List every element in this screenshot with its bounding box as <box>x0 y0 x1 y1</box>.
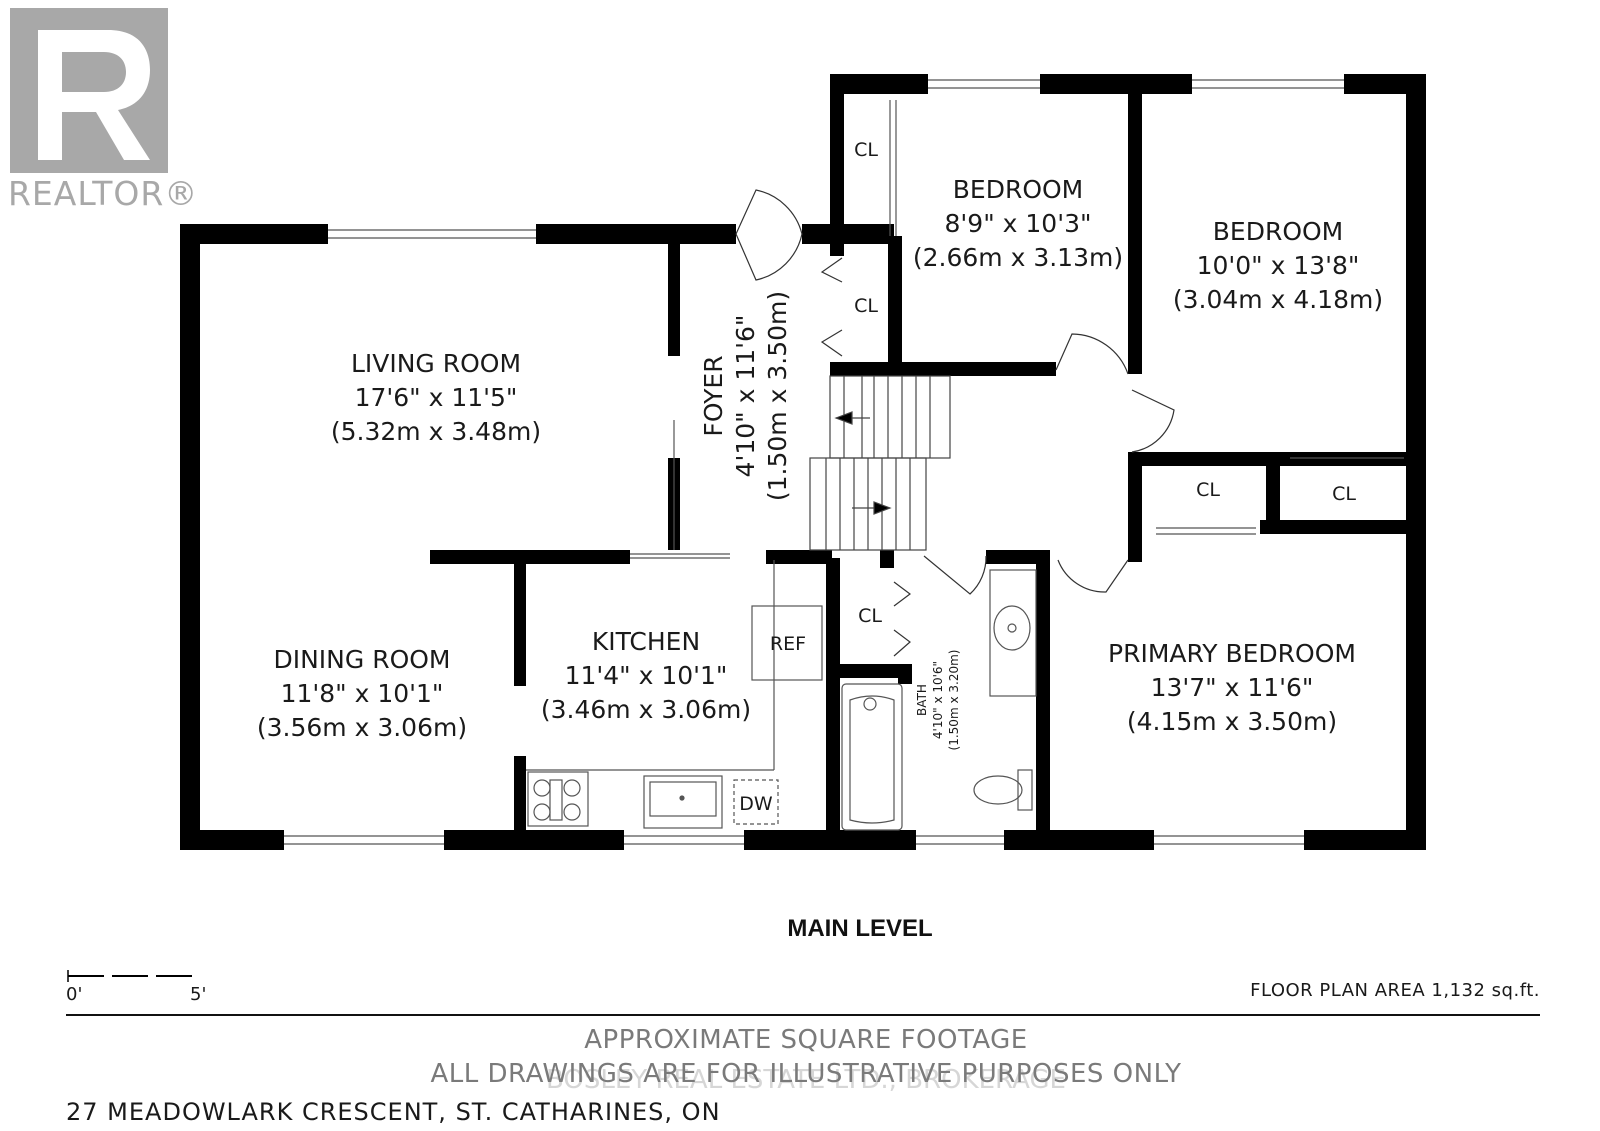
foyer-label: FOYER 4'10" x 11'6" (1.50m x 3.50m) <box>699 291 792 501</box>
property-address: 27 MEADOWLARK CRESCENT, ST. CATHARINES, … <box>66 1098 721 1126</box>
bedroom-small-name: BEDROOM <box>953 175 1084 204</box>
bedroom-small-label: BEDROOM 8'9" x 10'3" (2.66m x 3.13m) <box>913 175 1123 272</box>
foyer-metric: (1.50m x 3.50m) <box>763 291 792 501</box>
closet-label-primary-2: CL <box>1332 483 1356 505</box>
realtor-logo-text: REALTOR® <box>8 174 198 213</box>
bedroom-large-label: BEDROOM 10'0" x 13'8" (3.04m x 4.18m) <box>1173 217 1383 314</box>
brokerage-watermark: BOSLEY REAL ESTATE LTD., BROKERAGE <box>546 1065 1066 1095</box>
floor-plan-area: FLOOR PLAN AREA 1,132 sq.ft. <box>1250 980 1540 1001</box>
disclaimer-line-1: APPROXIMATE SQUARE FOOTAGE <box>584 1025 1027 1055</box>
living-room-metric: (5.32m x 3.48m) <box>331 417 541 446</box>
dishwasher-label: DW <box>739 793 773 815</box>
doors <box>630 100 1404 657</box>
foyer-imperial: 4'10" x 11'6" <box>731 315 760 478</box>
bath-label: BATH 4'10" x 10'6" (1.50m x 3.20m) <box>915 650 961 751</box>
closet-label-foyer: CL <box>854 295 878 317</box>
scale-start: 0' <box>66 984 82 1005</box>
bedroom-large-name: BEDROOM <box>1213 217 1344 246</box>
refrigerator-label: REF <box>770 633 806 655</box>
bedroom-small-metric: (2.66m x 3.13m) <box>913 243 1123 272</box>
kitchen-label: KITCHEN 11'4" x 10'1" (3.46m x 3.06m) <box>541 627 751 724</box>
plan-title: MAIN LEVEL <box>787 915 932 942</box>
bedroom-large-metric: (3.04m x 4.18m) <box>1173 285 1383 314</box>
bath-fixtures <box>841 569 1037 831</box>
foyer-name: FOYER <box>699 355 728 436</box>
primary-bedroom-imperial: 13'7" x 11'6" <box>1151 673 1314 702</box>
dining-room-label: DINING ROOM 11'8" x 10'1" (3.56m x 3.06m… <box>257 645 467 742</box>
living-room-label: LIVING ROOM 17'6" x 11'5" (5.32m x 3.48m… <box>331 349 541 446</box>
closet-label-bath: CL <box>858 605 882 627</box>
bedroom-large-imperial: 10'0" x 13'8" <box>1197 251 1360 280</box>
bath-metric: (1.50m x 3.20m) <box>947 650 961 751</box>
living-room-imperial: 17'6" x 11'5" <box>355 383 518 412</box>
bath-imperial: 4'10" x 10'6" <box>931 661 945 739</box>
windows <box>284 79 1344 845</box>
scale-end: 5' <box>190 984 206 1005</box>
dining-room-metric: (3.56m x 3.06m) <box>257 713 467 742</box>
closet-label-primary-1: CL <box>1196 479 1220 501</box>
walls <box>180 74 1426 850</box>
primary-bedroom-label: PRIMARY BEDROOM 13'7" x 11'6" (4.15m x 3… <box>1108 639 1356 736</box>
living-room-name: LIVING ROOM <box>351 349 521 378</box>
primary-bedroom-name: PRIMARY BEDROOM <box>1108 639 1356 668</box>
closet-label-bedroom: CL <box>854 139 878 161</box>
bedroom-small-imperial: 8'9" x 10'3" <box>945 209 1092 238</box>
bath-name: BATH <box>915 684 929 716</box>
dining-room-imperial: 11'8" x 10'1" <box>281 679 444 708</box>
stairs <box>809 375 951 551</box>
primary-bedroom-metric: (4.15m x 3.50m) <box>1127 707 1337 736</box>
disclaimer-line-2: ALL DRAWINGS ARE FOR ILLUSTRATIVE PURPOS… <box>431 1059 1182 1089</box>
kitchen-name: KITCHEN <box>592 627 700 656</box>
kitchen-metric: (3.46m x 3.06m) <box>541 695 751 724</box>
dining-room-name: DINING ROOM <box>273 645 450 674</box>
kitchen-fixtures <box>526 560 823 829</box>
realtor-r-logo-icon <box>10 8 168 173</box>
kitchen-imperial: 11'4" x 10'1" <box>565 661 728 690</box>
scale-bar: 0' 5' <box>66 970 206 1005</box>
